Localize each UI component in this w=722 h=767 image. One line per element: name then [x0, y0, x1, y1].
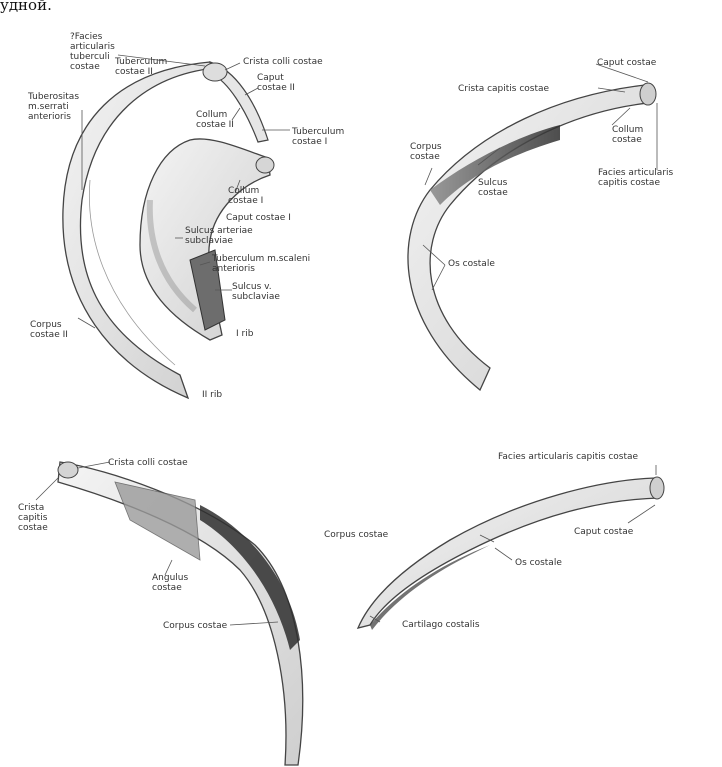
- label-tuberculum-costae-ii: Tuberculum costae II: [115, 57, 175, 77]
- label-caput-costae-br: Caput costae: [574, 527, 633, 537]
- label-tuberculum-costae-i: Tuberculum costae I: [292, 127, 354, 147]
- label-sulcus-arteriae: Sulcus arteriae subclaviae: [185, 226, 255, 246]
- label-corpus-costae-tr: Corpus costae: [410, 142, 450, 162]
- label-tuberculum-scaleni: Tuberculum m.scaleni anterioris: [212, 254, 342, 274]
- label-caput-costae-i: Caput costae I: [226, 213, 291, 223]
- label-crista-capitis-bl: Crista capitis costae: [18, 503, 54, 533]
- label-cartilago-costalis: Cartilago costalis: [402, 620, 480, 630]
- label-corpus-costae-ii: Corpus costae II: [30, 320, 80, 340]
- label-sulcus-v: Sulcus v. subclaviae: [232, 282, 284, 302]
- label-facies-capitis-br: Facies articularis capitis costae: [498, 452, 638, 462]
- label-angulus-costae: Angulus costae: [152, 573, 192, 593]
- label-ii-rib: II rib: [202, 390, 222, 400]
- label-crista-colli-bl: Crista colli costae: [108, 458, 188, 468]
- label-collum-costae-ii: Collum costae II: [196, 110, 236, 130]
- label-sulcus-costae-tr: Sulcus costae: [478, 178, 518, 198]
- label-i-rib: I rib: [236, 329, 253, 339]
- label-corpus-costae-bl: Corpus costae: [163, 621, 227, 631]
- label-facies-capitis-tr: Facies articularis capitis costae: [598, 168, 678, 188]
- label-caput-costae-tr: Caput costae: [597, 58, 656, 68]
- label-os-costale-tr: Os costale: [448, 259, 495, 269]
- label-crista-colli-top: Crista colli costae: [243, 57, 323, 67]
- label-crista-capitis-tr: Crista capitis costae: [458, 84, 549, 94]
- label-collum-costae-tr: Collum costae: [612, 125, 652, 145]
- label-os-costale-br: Os costale: [515, 558, 562, 568]
- label-caput-costae-ii: Caput costae II: [257, 73, 299, 93]
- label-tuberositas-serrati: Tuberositas m.serrati anterioris: [28, 92, 90, 122]
- label-collum-costae-i: Collum costae I: [228, 186, 268, 206]
- bottom-left-rib-drawing: [58, 462, 303, 765]
- bottom-right-rib-drawing: [358, 477, 664, 630]
- label-corpus-costae-br: Corpus costae: [324, 530, 388, 540]
